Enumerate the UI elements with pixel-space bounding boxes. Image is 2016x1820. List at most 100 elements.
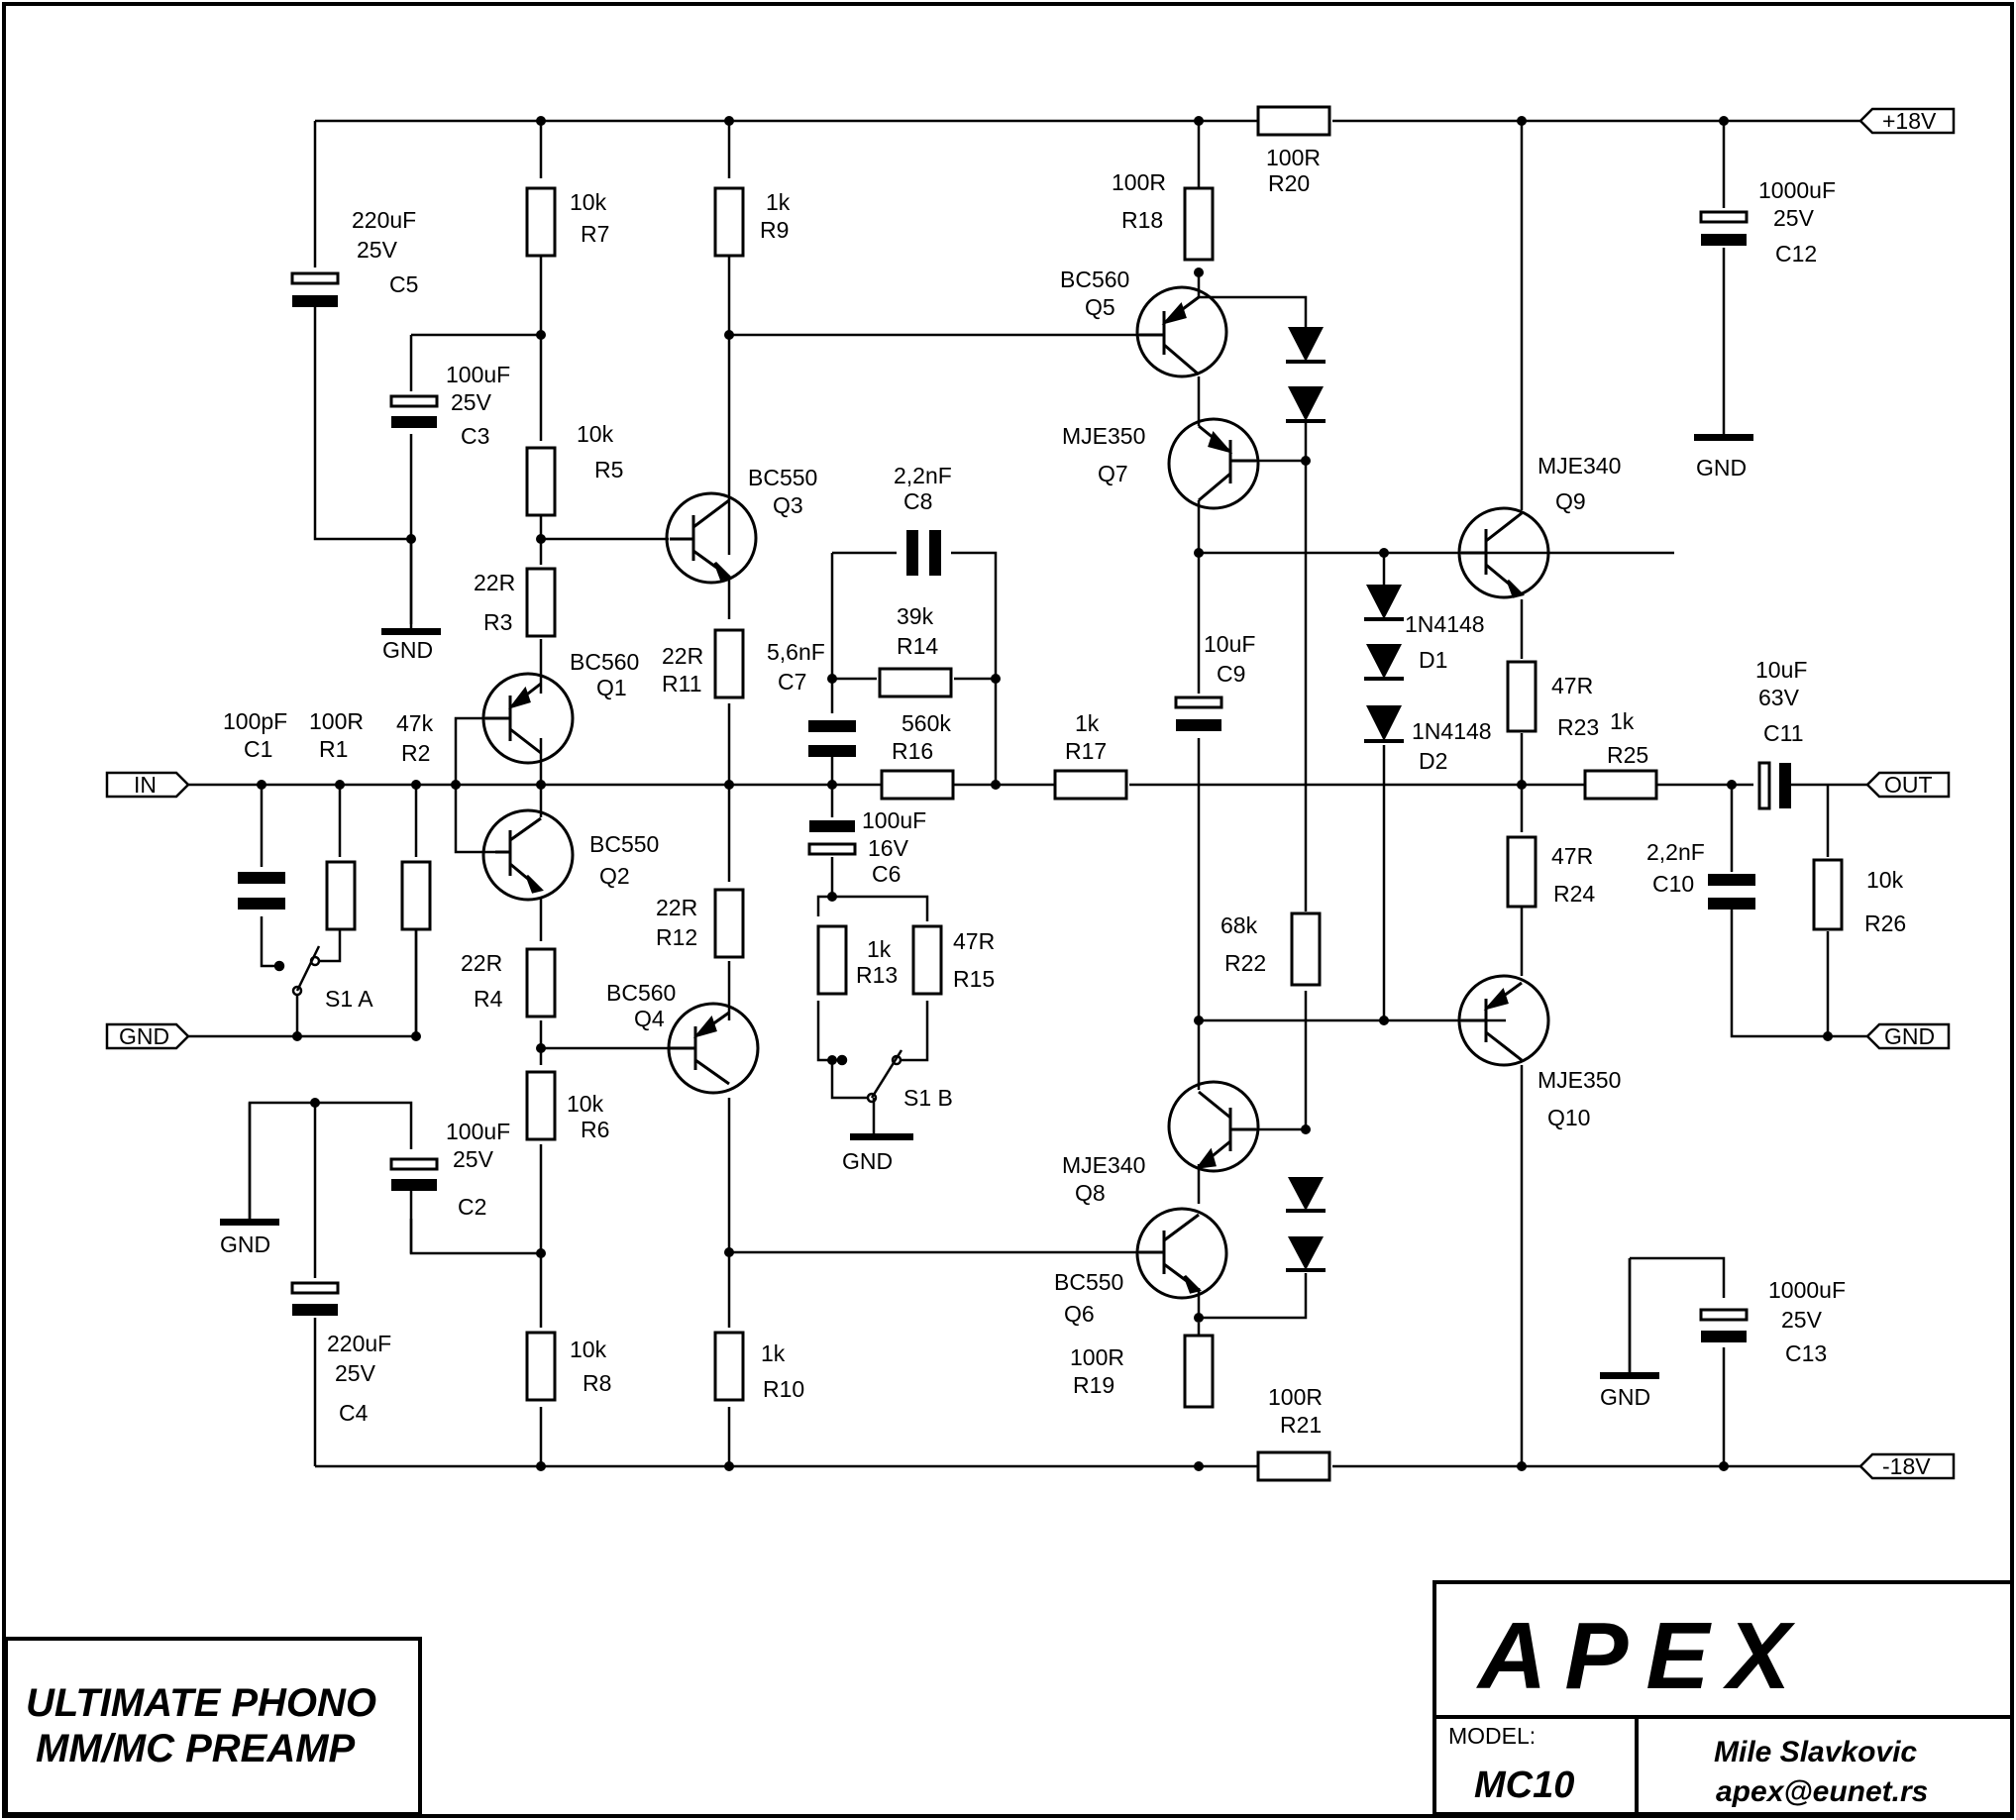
ground-c13 — [1600, 1372, 1659, 1379]
model-label: MODEL: — [1448, 1723, 1536, 1749]
label-c6-ref: C6 — [872, 861, 901, 887]
title-line-2: MM/MC PREAMP — [36, 1727, 356, 1770]
label-c12-ref: C12 — [1775, 241, 1817, 267]
port-gnd-right — [1865, 1022, 1951, 1050]
diode-d1 — [1364, 585, 1404, 681]
label-c4-ref: C4 — [339, 1400, 369, 1426]
resistor-r11 — [713, 628, 745, 699]
label-r2-ref: R2 — [401, 740, 430, 766]
resistor-r6 — [525, 1070, 557, 1141]
label-c11-voltage: 63V — [1758, 685, 1800, 710]
resistor-r1 — [325, 860, 357, 931]
ground-c12 — [1694, 434, 1753, 441]
resistor-r7 — [525, 186, 557, 258]
resistor-r8 — [525, 1331, 557, 1402]
transistor-q9 — [1457, 506, 1550, 599]
label-q1-ref: Q1 — [596, 675, 627, 700]
label-gnd-c3: GND — [382, 637, 433, 663]
label-out: OUT — [1884, 772, 1933, 798]
label-gnd-out: GND — [1884, 1023, 1935, 1049]
label-q2-type: BC550 — [589, 831, 659, 857]
transistor-q8 — [1167, 1080, 1260, 1173]
label-r22-value: 68k — [1220, 912, 1258, 938]
label-q4-type: BC560 — [606, 980, 676, 1006]
label-c10-ref: C10 — [1652, 871, 1694, 897]
label-r13-value: 1k — [867, 936, 892, 962]
label-q1-type: BC560 — [570, 649, 639, 675]
switch-s1a — [273, 945, 321, 997]
label-c3-value: 100uF — [446, 362, 510, 387]
switch-s1b — [836, 1049, 903, 1104]
label-c2-value: 100uF — [446, 1119, 510, 1144]
port-tags — [105, 107, 1956, 1480]
label-q6-type: BC550 — [1054, 1269, 1123, 1295]
diode-stack-lower — [1286, 1177, 1326, 1272]
capacitor-c5 — [290, 271, 340, 307]
resistor-r24 — [1506, 835, 1538, 909]
label-c6-value: 100uF — [862, 807, 926, 833]
label-r23-value: 47R — [1551, 673, 1593, 698]
label-r23-ref: R23 — [1557, 714, 1599, 740]
label-r1-ref: R1 — [319, 736, 348, 762]
label-r19-value: 100R — [1070, 1344, 1124, 1370]
transistors — [481, 285, 1550, 1300]
label-gnd-in: GND — [119, 1023, 169, 1049]
label-q2-ref: Q2 — [599, 863, 630, 889]
label-r4-value: 22R — [461, 950, 502, 976]
label-r16-ref: R16 — [892, 738, 933, 764]
label-r20-ref: R20 — [1268, 170, 1310, 196]
label-r12-ref: R12 — [656, 924, 697, 950]
resistor-r4 — [525, 947, 557, 1018]
label-q8-ref: Q8 — [1075, 1180, 1106, 1206]
capacitor-c10 — [1708, 874, 1755, 910]
diodes — [1286, 327, 1404, 1272]
resistor-r9 — [713, 186, 745, 258]
transistor-q4 — [667, 1002, 760, 1095]
ground-s1b — [850, 1133, 913, 1140]
label-r19-ref: R19 — [1073, 1372, 1114, 1398]
port-gnd-left — [105, 1022, 190, 1050]
label-in: IN — [134, 772, 157, 798]
resistor-r10 — [713, 1331, 745, 1402]
label-r17-value: 1k — [1075, 710, 1100, 736]
label-c13-voltage: 25V — [1781, 1307, 1823, 1333]
label-r11-value: 22R — [662, 643, 703, 669]
label-c5-value: 220uF — [352, 207, 416, 233]
label-c3-ref: C3 — [461, 423, 489, 449]
label-q7-ref: Q7 — [1098, 461, 1128, 486]
label-c3-voltage: 25V — [451, 389, 492, 415]
label-s1b: S1 B — [903, 1085, 953, 1111]
label-r25-value: 1k — [1610, 708, 1635, 734]
capacitor-c3 — [389, 394, 439, 428]
resistor-r23 — [1506, 660, 1538, 733]
label-r21-value: 100R — [1268, 1384, 1323, 1410]
capacitor-c6 — [807, 820, 857, 856]
label-r3-value: 22R — [474, 570, 515, 595]
resistor-r12 — [713, 888, 745, 959]
ground-c3 — [381, 628, 441, 635]
capacitor-c2 — [389, 1157, 439, 1191]
label-c8-value: 2,2nF — [894, 463, 952, 488]
label-q10-ref: Q10 — [1547, 1105, 1590, 1130]
label-r9-ref: R9 — [760, 217, 789, 243]
label-c10-value: 2,2nF — [1646, 839, 1705, 865]
transistor-q1 — [481, 672, 575, 765]
label-r8-value: 10k — [570, 1337, 607, 1362]
label-r6-value: 10k — [567, 1091, 604, 1117]
label-c8-ref: C8 — [903, 488, 932, 514]
label-gnd-c2: GND — [220, 1231, 270, 1257]
label-q10-type: MJE350 — [1538, 1067, 1621, 1093]
label-r22-ref: R22 — [1224, 950, 1266, 976]
label-d1-type: 1N4148 — [1405, 611, 1485, 637]
label-gnd-c13: GND — [1600, 1384, 1650, 1410]
title-block-right: APEX MODEL: MC10 Mile Slavkovic apex@eun… — [1432, 1580, 2014, 1816]
port-in — [105, 771, 190, 799]
label-r10-ref: R10 — [763, 1376, 804, 1402]
label-c12-voltage: 25V — [1773, 205, 1815, 231]
transistor-q10 — [1457, 974, 1550, 1067]
brand-logo: APEX — [1476, 1603, 1808, 1709]
label-r25-ref: R25 — [1607, 742, 1648, 768]
resistor-r13 — [816, 924, 848, 996]
